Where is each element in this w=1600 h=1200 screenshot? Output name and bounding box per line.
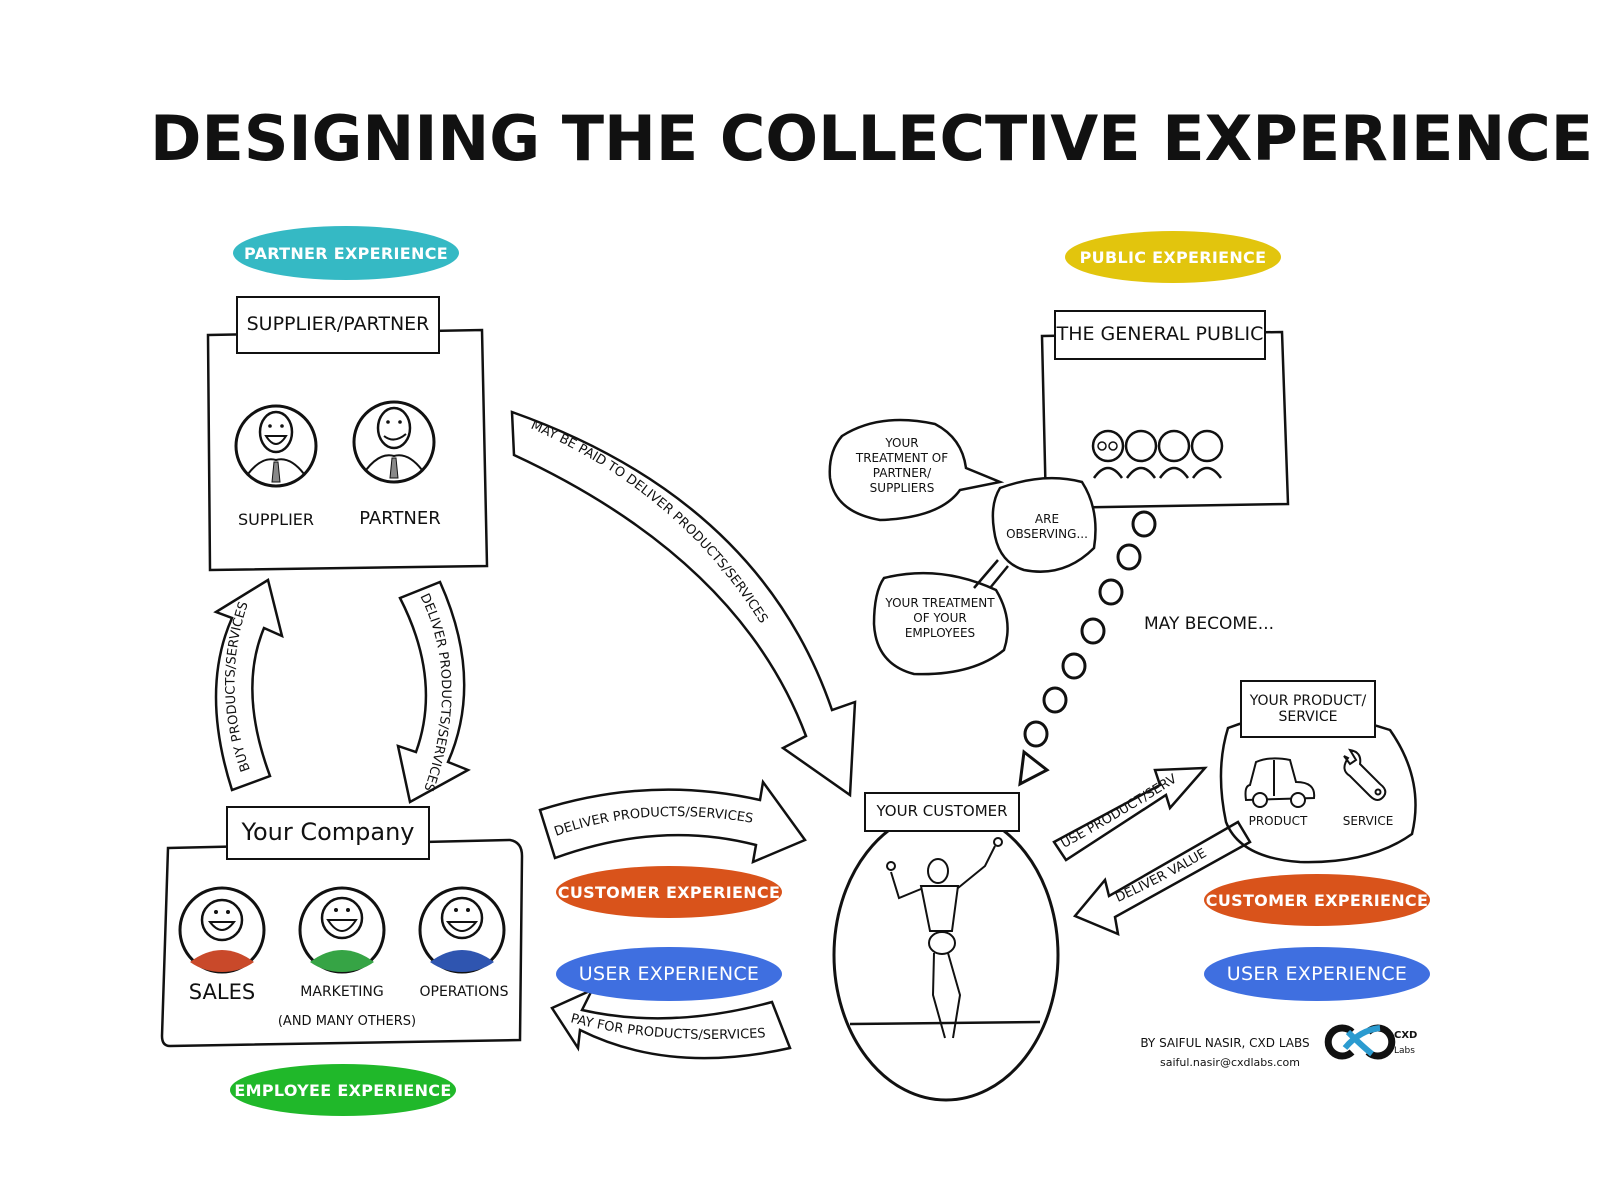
user-experience-badge-center: USER EXPERIENCE [556, 947, 782, 1001]
deliver-left-arrow [396, 580, 471, 804]
user-experience-badge-right: USER EXPERIENCE [1204, 947, 1430, 1001]
author-credit: BY SAIFUL NASIR, CXD LABS [1140, 1036, 1310, 1050]
employee-experience-badge: EMPLOYEE EXPERIENCE [230, 1064, 456, 1116]
bubble-partners-text: YOUR TREATMENT OF PARTNER/ SUPPLIERS [855, 436, 949, 495]
customer-title: YOUR CUSTOMER [864, 792, 1020, 832]
deliver-center-arrow [538, 778, 807, 865]
svg-text:DELIVER VALUE: DELIVER VALUE [1113, 846, 1209, 906]
marketing-label: MARKETING [300, 984, 384, 1000]
may-become-text: MAY BECOME... [1143, 614, 1275, 634]
logo-text-cxd: CXD [1394, 1030, 1418, 1041]
buy-arrow [213, 578, 284, 792]
cxd-logo [1324, 1024, 1396, 1060]
wrench-icon [1343, 748, 1387, 801]
sales-avatar [178, 886, 266, 974]
logo-text-labs: Labs [1394, 1046, 1415, 1056]
general-public-title: THE GENERAL PUBLIC [1054, 310, 1266, 360]
public-experience-badge: PUBLIC EXPERIENCE [1065, 231, 1281, 283]
company-title: Your Company [226, 806, 430, 860]
partner-experience-badge: PARTNER EXPERIENCE [233, 226, 459, 280]
observing-text: ARE OBSERVING... [1006, 512, 1088, 541]
operations-label: OPERATIONS [419, 984, 509, 1000]
product-label: PRODUCT [1248, 814, 1308, 828]
customer-oval [832, 808, 1060, 1102]
service-label: SERVICE [1342, 814, 1394, 828]
operations-avatar [418, 886, 506, 974]
bubble-observing [991, 476, 1097, 573]
car-icon [1244, 757, 1316, 808]
deliver-value-arrow-label: DELIVER VALUE [1113, 846, 1209, 906]
may-become-chain [1018, 510, 1157, 787]
author-email: saiful.nasir@cxdlabs.com [1160, 1056, 1300, 1069]
partner-avatar [352, 400, 436, 484]
pay-arrow [550, 987, 792, 1060]
customer-figure-icon [886, 837, 1003, 1039]
product-service-title: YOUR PRODUCT/ SERVICE [1240, 680, 1376, 738]
partner-label: PARTNER [359, 508, 441, 529]
public-crowd-icon [1091, 429, 1224, 479]
company-frame [160, 838, 524, 1048]
bubble-employees [872, 571, 1009, 676]
use-product-arrow [1052, 766, 1208, 862]
svg-text:USE PRODUCT/SERVICE: USE PRODUCT/SERVICE [0, 0, 1180, 852]
customer-experience-badge-right: CUSTOMER EXPERIENCE [1204, 874, 1430, 926]
bubble-employees-text: YOUR TREATMENT OF YOUR EMPLOYEES [885, 596, 995, 640]
sales-label: SALES [188, 980, 256, 1004]
bubble-partners [828, 418, 1005, 522]
marketing-avatar [298, 886, 386, 974]
supplier-label: SUPPLIER [237, 510, 315, 529]
supplier-avatar [234, 404, 318, 488]
use-product-arrow-label: USE PRODUCT/SERVICE [0, 0, 1180, 852]
customer-experience-badge-center: CUSTOMER EXPERIENCE [556, 866, 782, 918]
supplier-partner-title: SUPPLIER/PARTNER [236, 296, 440, 354]
page-title: DESIGNING THE COLLECTIVE EXPERIENCE [150, 102, 1594, 175]
paid-to-deliver-arrow [510, 410, 857, 798]
deliver-value-arrow [1072, 820, 1252, 937]
company-note: (AND MANY OTHERS) [277, 1014, 417, 1029]
